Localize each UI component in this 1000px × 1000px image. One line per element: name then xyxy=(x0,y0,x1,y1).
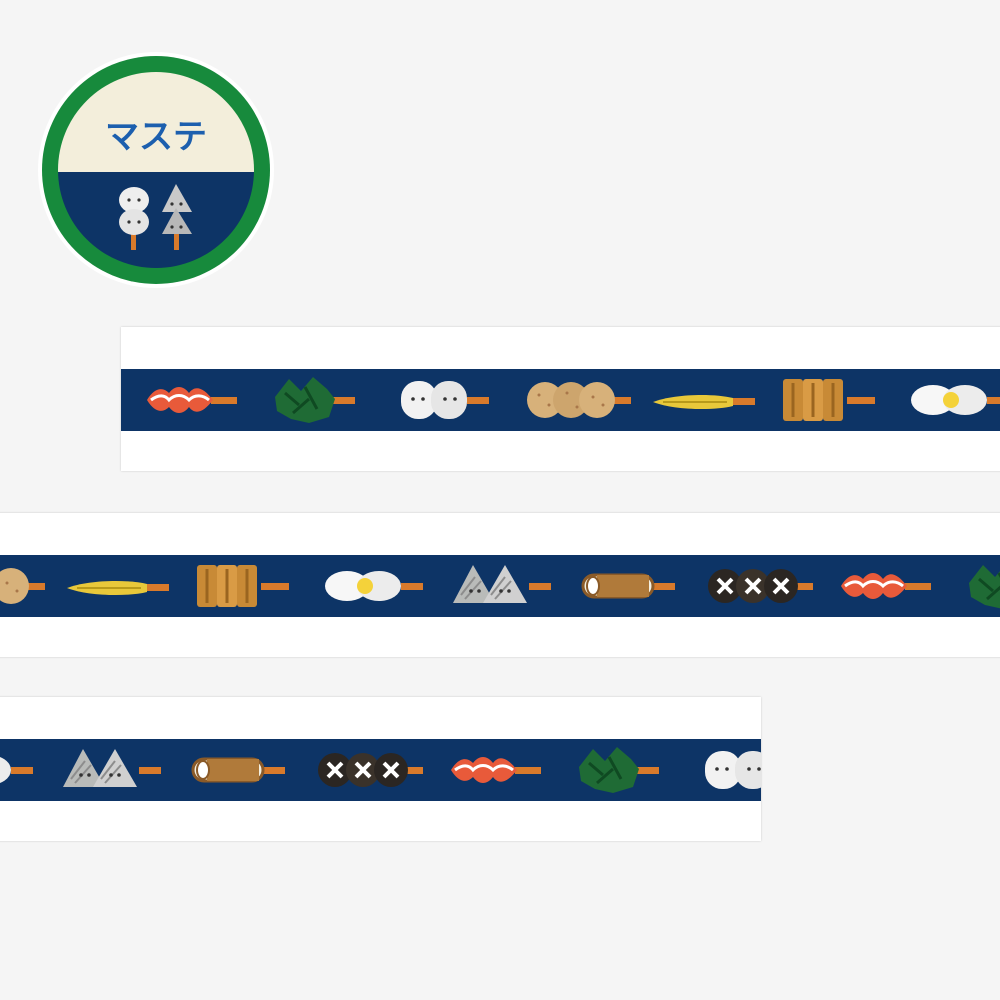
shrimp-skewer-icon xyxy=(841,573,931,599)
tape-strip-3 xyxy=(0,697,761,841)
fishball-skewer-icon xyxy=(0,568,45,604)
konnyaku-skewer-icon xyxy=(162,184,192,250)
egg-skewer-icon xyxy=(911,385,1000,415)
corn-skewer-icon xyxy=(67,580,169,596)
corn-skewer-icon xyxy=(653,394,755,410)
konnyaku-skewer-icon xyxy=(453,565,551,603)
shiitake-skewer-icon xyxy=(318,753,423,787)
konnyaku-skewer-icon xyxy=(63,749,161,787)
chikuwa-skewer-icon xyxy=(581,573,675,599)
fishball-skewer-icon xyxy=(527,382,631,418)
tape-band xyxy=(0,739,761,801)
tape-strip-1 xyxy=(121,327,1000,471)
masking-tape-badge: マステ xyxy=(38,52,274,288)
tape-band xyxy=(0,555,1000,617)
tape-strip-2 xyxy=(0,513,1000,657)
chikuwabu-skewer-icon xyxy=(783,379,875,421)
tape-band xyxy=(121,369,1000,431)
badge-label: マステ xyxy=(105,117,207,157)
tofu-skewer-icon xyxy=(119,187,149,250)
shiitake-skewer-icon xyxy=(121,369,123,431)
shrimp-skewer-icon xyxy=(147,387,237,413)
egg-skewer-icon xyxy=(0,757,33,783)
shiitake-skewer-icon xyxy=(708,569,813,603)
seaweed-skewer-icon xyxy=(579,747,659,793)
seaweed-skewer-icon xyxy=(969,565,1000,609)
tofu-skewer-icon xyxy=(401,381,489,419)
egg-skewer-icon xyxy=(325,571,423,601)
chikuwabu-skewer-icon xyxy=(197,565,289,607)
chikuwa-skewer-icon xyxy=(191,757,285,783)
seaweed-skewer-icon xyxy=(275,377,355,423)
tofu-skewer-icon xyxy=(705,751,761,789)
shrimp-skewer-icon xyxy=(451,757,541,783)
